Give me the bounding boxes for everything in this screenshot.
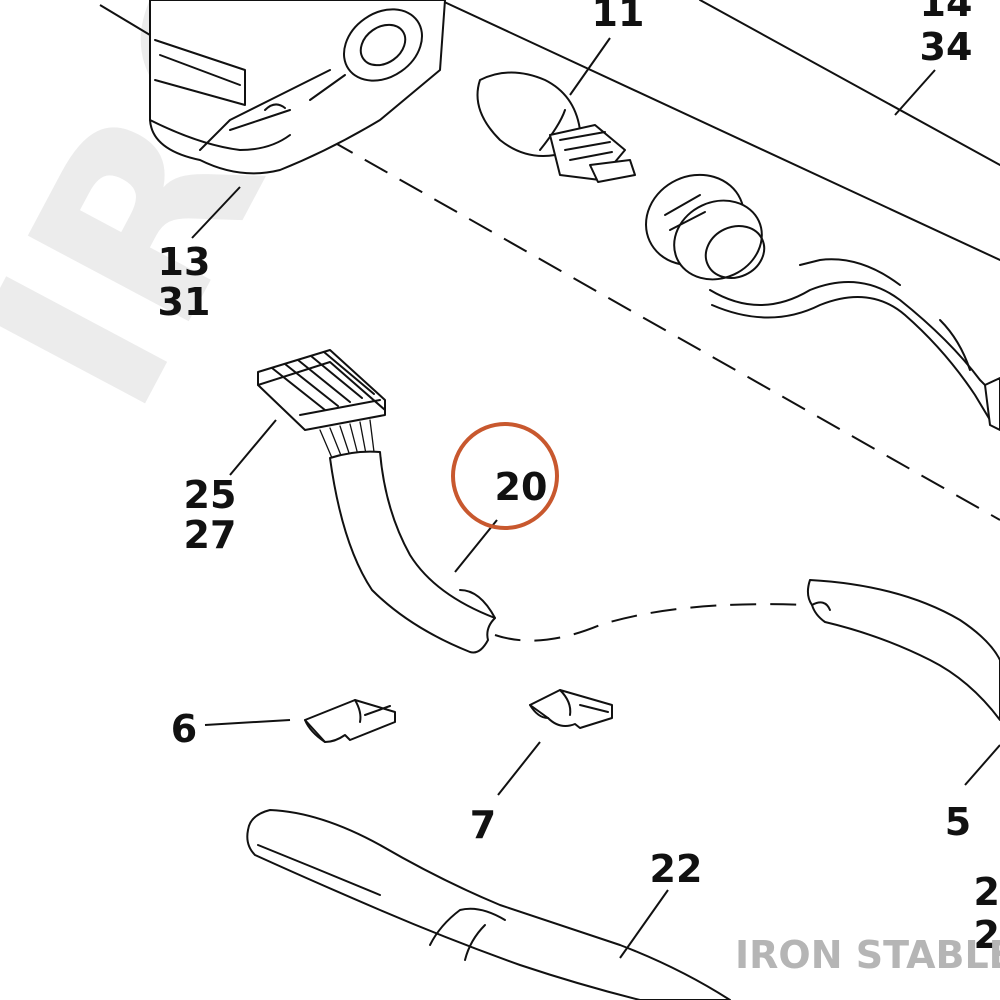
leader-5 xyxy=(964,744,1000,786)
housing-edge-line xyxy=(439,0,1000,261)
leader-13 xyxy=(191,186,241,239)
callout-25: 25 xyxy=(184,473,237,517)
callout-20: 20 xyxy=(495,465,548,509)
leader-7 xyxy=(497,741,541,796)
bulb-part-11[interactable] xyxy=(476,71,636,183)
callout-26: 26 xyxy=(974,870,1000,914)
leader-20 xyxy=(454,519,498,573)
callout-5: 5 xyxy=(945,800,971,844)
sleeve-part-22[interactable] xyxy=(246,809,731,1000)
callout-13: 13 xyxy=(158,240,211,284)
clip-part-6[interactable] xyxy=(304,699,396,743)
leader-6 xyxy=(204,719,291,726)
brand-label: IRON STABLE xyxy=(735,933,1000,977)
connector-part-25[interactable] xyxy=(257,349,386,431)
callout-34: 34 xyxy=(920,25,973,69)
lamp-housing-part-13[interactable] xyxy=(149,0,446,175)
centerline-dashed xyxy=(329,139,1000,521)
routing-path-dashed xyxy=(494,603,806,642)
socket-harness-wires[interactable] xyxy=(709,258,1000,431)
clip-part-7[interactable] xyxy=(529,689,613,729)
leader-14 xyxy=(894,69,936,116)
leader-25 xyxy=(229,419,277,476)
callout-27b: 27 xyxy=(974,913,1000,957)
bulb-socket[interactable] xyxy=(631,159,775,293)
leader-22 xyxy=(619,889,669,959)
callout-14: 14 xyxy=(920,0,973,25)
sleeve-part-5[interactable] xyxy=(806,579,1000,721)
wires-bundle xyxy=(319,419,375,459)
callout-31: 31 xyxy=(158,280,211,324)
sleeve-part-20[interactable] xyxy=(329,450,496,654)
callout-7: 7 xyxy=(470,803,496,847)
leader-11 xyxy=(569,37,611,96)
leader-top-left xyxy=(99,4,151,36)
housing-edge-line-2 xyxy=(699,0,1000,166)
callout-22: 22 xyxy=(650,847,703,891)
callout-6: 6 xyxy=(171,707,197,751)
highlight-circle-20 xyxy=(451,422,559,530)
callout-27: 27 xyxy=(184,513,237,557)
callout-11: 11 xyxy=(592,0,645,35)
